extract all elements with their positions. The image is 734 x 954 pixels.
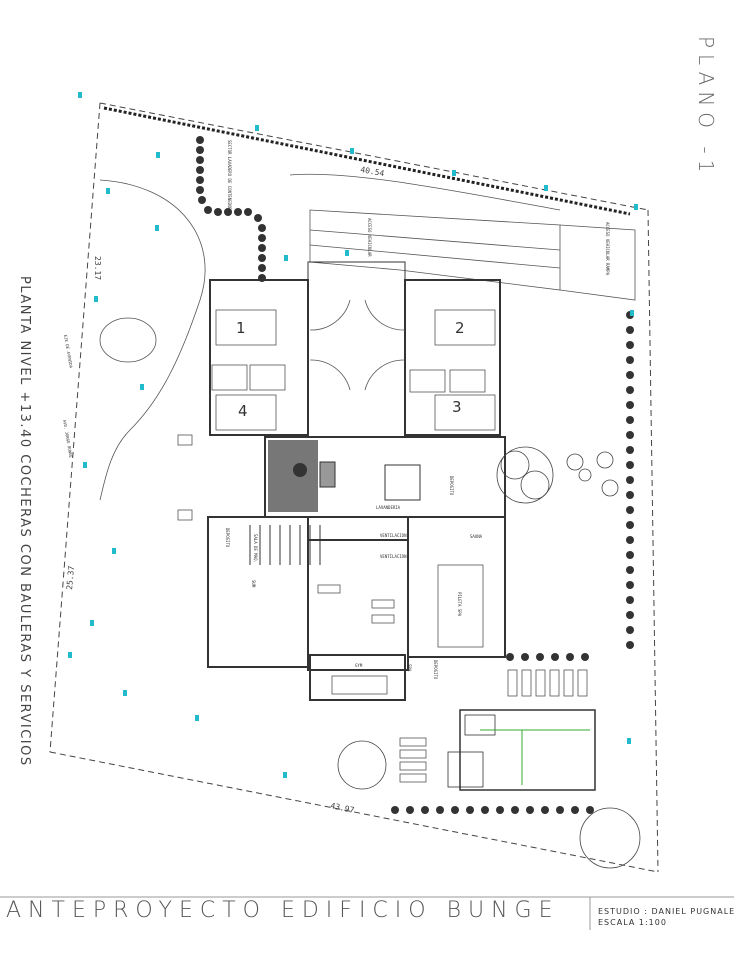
dimension-top: 40.54 bbox=[360, 165, 385, 178]
dimension-left-lower: 25.37 bbox=[65, 565, 76, 590]
label-vent-1: VENTILACION bbox=[380, 533, 407, 538]
label-pool-spa: PILETA SPA bbox=[457, 592, 462, 617]
top-hedge bbox=[103, 106, 631, 216]
dimension-bottom: 43.97 bbox=[330, 801, 356, 815]
unit-rooms bbox=[177, 309, 496, 521]
unit-2-label: 2 bbox=[455, 319, 465, 337]
label-sauna: SAUNA bbox=[470, 534, 483, 539]
unit-4-label: 4 bbox=[238, 402, 248, 420]
label-deposit-2: DEPOSITO bbox=[225, 528, 230, 548]
label-vent-2: VENTILACION bbox=[380, 554, 407, 559]
trees bbox=[337, 446, 641, 869]
plan-number: PLANO -1 bbox=[694, 36, 718, 179]
garden-circle bbox=[99, 317, 157, 363]
pool bbox=[447, 709, 596, 791]
studio-block: ESTUDIO : DANIEL PUGNALE ESCALA 1:100 bbox=[598, 906, 734, 928]
vehicle-ramp bbox=[289, 173, 636, 301]
plan-subtitle: PLANTA NIVEL +13.40 COCHERAS CON BAULERA… bbox=[17, 276, 32, 767]
right-hedge bbox=[626, 311, 634, 649]
label-laundry: LAVANDERIA bbox=[376, 505, 401, 510]
garden-curve bbox=[99, 179, 206, 501]
studio-name: ESTUDIO : DANIEL PUGNALE bbox=[598, 907, 734, 916]
survey-markers bbox=[68, 92, 638, 778]
left-hedge bbox=[196, 136, 266, 282]
label-gym: GYM bbox=[355, 663, 363, 668]
building bbox=[207, 261, 506, 701]
project-title: ANTEPROYECTO EDIFICIO BUNGE bbox=[6, 898, 560, 923]
label-machine-room: SALA DE MAQ. bbox=[253, 534, 258, 563]
bottom-hedge bbox=[391, 653, 594, 814]
label-vehicle-access: ACCESO VEHICULAR bbox=[367, 218, 372, 257]
label-storage: DEPOSITO bbox=[449, 476, 454, 496]
unit-1-label: 1 bbox=[236, 319, 246, 337]
property-boundary bbox=[49, 102, 659, 873]
hatched-core bbox=[268, 440, 421, 512]
label-spa: SPA bbox=[407, 664, 412, 672]
amenities bbox=[317, 564, 484, 695]
label-street: AVD. JORGE BUNGE bbox=[62, 419, 74, 458]
label-vehicle-ramp: ACCESO VEHICULAR RAMPA bbox=[605, 222, 610, 276]
label-axis-avenue: EJE DE AVENIDA bbox=[63, 334, 74, 369]
unit-3-label: 3 bbox=[452, 398, 462, 416]
door-swings bbox=[309, 299, 406, 391]
label-depos: DEPOSITO bbox=[433, 660, 438, 680]
sun-loungers bbox=[399, 669, 588, 783]
stairs bbox=[249, 525, 321, 565]
dimension-left-upper: 23.17 bbox=[93, 256, 102, 280]
label-sum: SUM bbox=[251, 580, 256, 588]
label-sector-containers: SECTOR LAVADERO DE CONTENEDORES bbox=[227, 140, 232, 215]
scale-label: ESCALA 1:100 bbox=[598, 918, 667, 927]
